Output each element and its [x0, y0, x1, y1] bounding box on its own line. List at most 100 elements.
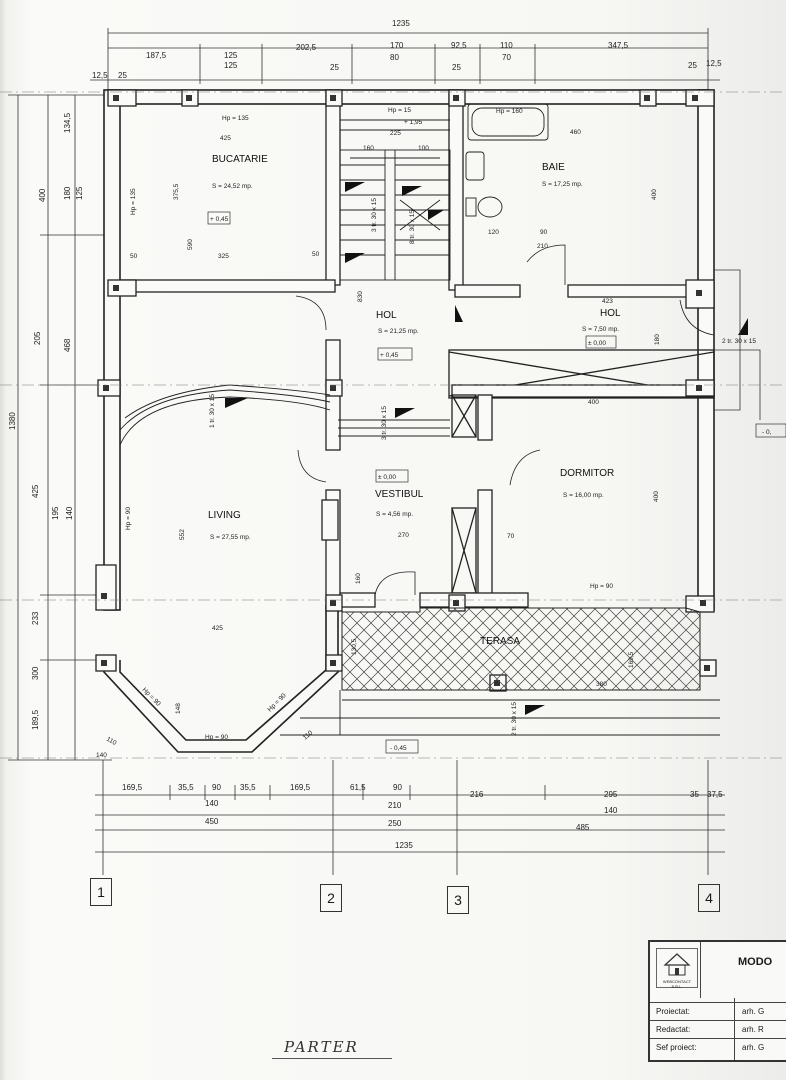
ann-590: 590: [187, 239, 194, 250]
dim-bot-row3-1: 450: [205, 817, 219, 826]
ann-level-right: - 0,: [762, 429, 772, 436]
axis-marker-3: 3: [447, 886, 469, 914]
ann-hp135-vert: Hp = 135: [130, 188, 137, 215]
room-area-dormitor: S = 16,00 mp.: [563, 492, 604, 499]
ann-level-minus: - 0,45: [390, 745, 407, 752]
dim-bot-5: 169,5: [290, 783, 311, 792]
title-block: WEBCONTACT S.R.L. MODO Proiectat: arh. G…: [648, 940, 786, 1062]
bottom-dimension-lines: [95, 760, 725, 875]
room-level-hol-main: + 0,45: [380, 352, 399, 359]
row-label-sef-proiect: Sef proiect:: [656, 1043, 697, 1052]
dim-bot-6: 61,5: [350, 783, 366, 792]
dim-bot-row2-2: 210: [388, 801, 402, 810]
ann-423: 423: [602, 298, 613, 305]
ann-2tr-terrace: 2 tr. 30 x 15: [511, 702, 518, 736]
dim-top-4: 170: [390, 41, 404, 50]
dim-bot-10: 35: [690, 790, 699, 799]
room-labels: BUCATARIE S = 24,52 mp. + 0,45 BAIE S = …: [208, 154, 621, 647]
axis-label-4: 4: [705, 890, 713, 906]
dim-bot-row2-1: 140: [205, 799, 219, 808]
top-dimension-lines: [90, 28, 720, 92]
dim-left-inner-2: 180: [63, 186, 72, 200]
dim-left-inner-5: 140: [65, 506, 74, 520]
dim-bot-row2-3: 140: [604, 806, 618, 815]
ann-400-dorm-top: 400: [588, 399, 599, 406]
dim-bot-total: 1235: [395, 841, 413, 850]
dim-top-row2-5: 80: [390, 53, 399, 62]
ann-70: 70: [507, 533, 515, 540]
dim-left-3: 468: [63, 338, 72, 352]
dim-left-total: 1380: [8, 412, 17, 430]
room-level-bucatarie: + 0,45: [210, 216, 229, 223]
ann-hp90-dorm: Hp = 90: [590, 583, 613, 590]
dim-top-row2-4: 25: [330, 63, 339, 72]
ann-460: 460: [570, 129, 581, 136]
dim-top-row2-3: 125: [224, 61, 238, 70]
room-area-hol-small: S = 7,50 mp.: [582, 326, 619, 333]
dim-bot-row3-3: 485: [576, 823, 590, 832]
room-area-living: S = 27,55 mp.: [210, 534, 251, 541]
bottom-dimension-text: 169,5 35,5 90 35,5 169,5 61,5 90 216 295…: [122, 783, 723, 850]
house-logo-icon: [663, 953, 691, 976]
ann-400-dorm: 400: [653, 491, 660, 502]
ann-552: 552: [179, 529, 186, 540]
room-name-baie: BAIE: [542, 162, 565, 173]
ann-425-living: 425: [212, 625, 223, 632]
axis-marker-4: 4: [698, 884, 720, 912]
ann-160-vest: 160: [355, 573, 362, 584]
ann-110-left: 110: [105, 736, 118, 747]
room-name-living: LIVING: [208, 510, 241, 521]
ann-3tr-vest: 3 tr. 30 x 15: [381, 406, 388, 440]
dim-left-inner-3: 125: [75, 186, 84, 200]
ann-140-left: 140: [96, 752, 107, 759]
dim-top-row2-1: 12,5: [92, 71, 108, 80]
dim-left-2: 205: [33, 331, 42, 345]
ann-380: 380: [596, 681, 607, 688]
dim-left-inner-4: 195: [51, 506, 60, 520]
ann-hp160: Hp = 160: [496, 108, 523, 115]
project-title: MODO: [738, 956, 773, 968]
ann-195: + 1,95: [404, 119, 423, 126]
title-row-redactat: Redactat: arh. R: [650, 1020, 786, 1038]
ann-stairs-3: 3 tr. 30 x 15: [371, 198, 378, 232]
dim-top-6: 110: [500, 41, 513, 50]
company-name: WEBCONTACT S.R.L.: [662, 979, 692, 989]
axis-label-1: 1: [97, 884, 105, 900]
dim-bot-row3-2: 250: [388, 819, 402, 828]
ann-400-bath: 400: [651, 189, 658, 200]
room-area-baie: S = 17,25 mp.: [542, 181, 583, 188]
dim-bot-8: 216: [470, 790, 484, 799]
room-name-vestibul: VESTIBUL: [375, 489, 424, 500]
dim-left-4: 425: [31, 484, 40, 498]
ann-1tr-living: 1 tr. 30 x 15: [209, 394, 216, 428]
ann-hp90-diag-right: Hp = 90: [266, 692, 287, 713]
row-label-redactat: Redactat:: [656, 1025, 691, 1034]
ann-50a: 50: [130, 253, 138, 260]
handwritten-underline: [272, 1058, 392, 1059]
row-value-redactat: arh. R: [742, 1025, 764, 1034]
row-label-proiectat: Proiectat:: [656, 1007, 690, 1016]
dim-top-1: 187,5: [146, 51, 167, 60]
door-swings: [295, 244, 715, 596]
dim-top-5: 92,5: [451, 41, 467, 50]
dim-bot-1: 169,5: [122, 783, 143, 792]
room-name-terasa: TERASA: [480, 636, 520, 647]
dim-top-row2-7: 70: [502, 53, 511, 62]
title-row-proiectat: Proiectat: arh. G: [650, 1002, 786, 1020]
terrace-hatch: [280, 607, 720, 736]
left-dimension-text: 1380 400 205 468 425 233 300 189,5 134,5…: [8, 112, 84, 730]
dim-left-6: 300: [31, 666, 40, 680]
axis-marker-2: 2: [320, 884, 342, 912]
room-name-bucatarie: BUCATARIE: [212, 154, 268, 165]
row-value-sef-proiect: arh. G: [742, 1043, 765, 1052]
ann-2tr-right: 2 tr. 30 x 15: [722, 338, 756, 345]
ann-hp15: Hp = 15: [388, 107, 411, 114]
ann-stairs-8: 8 tr. 30 x 15: [409, 210, 416, 244]
top-dimension-text: 1235 187,5 125 202,5 170 92,5 110 347,5 …: [92, 19, 722, 80]
ann-110-right: 110: [302, 729, 315, 741]
ann-hp90-bay: Hp = 90: [205, 734, 228, 741]
dim-top-row2-8: 25: [688, 61, 697, 70]
ann-225: 225: [390, 130, 401, 137]
axis-marker-1: 1: [90, 878, 112, 906]
